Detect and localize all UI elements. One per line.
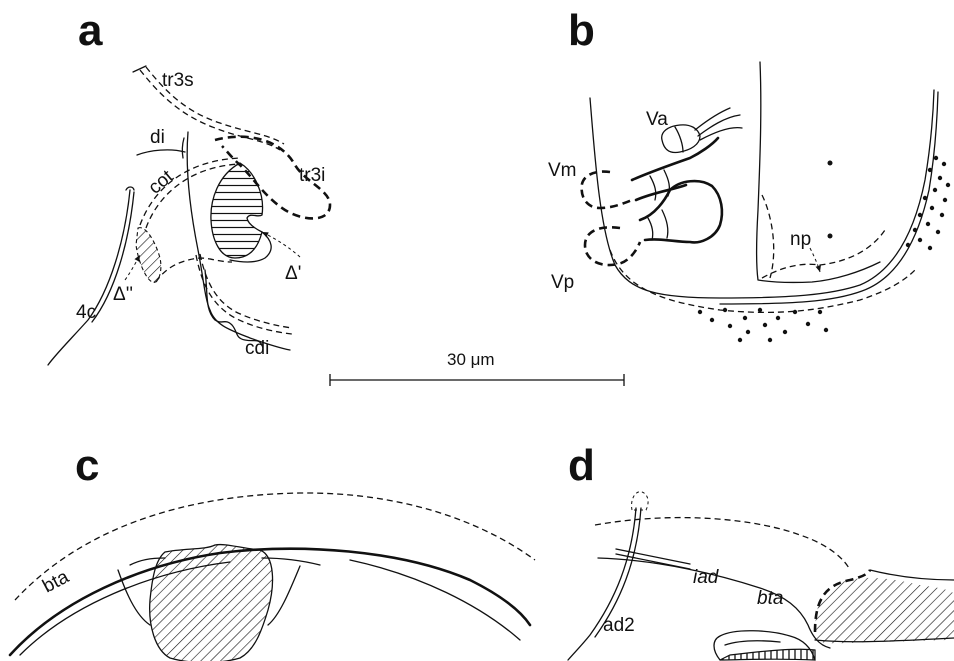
lower-dashed-curve [156, 258, 232, 282]
horizontal-hatched-region [211, 163, 263, 258]
inner-arc-right [350, 560, 520, 640]
scale-bar: 30 μm [330, 350, 624, 386]
di-label: di [150, 127, 165, 148]
lower-pouch-inner-line [725, 641, 780, 645]
panel-d-letter: d [568, 441, 595, 490]
tr3i-label: tr3i [299, 165, 325, 186]
panel-a-letter: a [78, 6, 103, 55]
cdi-label: cdi [245, 338, 269, 359]
outer-contour-inner [720, 92, 938, 304]
np-dashed-2 [762, 230, 885, 278]
np-pointer [810, 248, 820, 272]
dot-cluster [698, 156, 950, 342]
panel-b-letter: b [568, 6, 595, 55]
4c-structure [48, 187, 134, 365]
di-arc [137, 150, 185, 155]
scale-bar-label: 30 μm [447, 350, 495, 369]
lower-pouch-hatched [720, 649, 815, 660]
vp-label: Vp [551, 272, 574, 293]
ad2-label: ad2 [603, 615, 635, 636]
bta-label-d: bta [757, 588, 783, 609]
right-hatched-top [870, 570, 954, 580]
np-label: np [790, 229, 811, 250]
central-axis-top [182, 138, 184, 158]
delta-double-pointer [125, 255, 140, 280]
panel-d: d iad bta ad2 [568, 441, 954, 660]
bta-label-c: bta [39, 566, 73, 597]
central-vertical-line [757, 62, 881, 282]
outer-dashed-arc [15, 493, 535, 600]
right-hatched-region [815, 578, 954, 643]
diagonal-hatched-region [136, 228, 161, 283]
iad-label: iad [693, 567, 720, 588]
delta-prime-label: Δ' [285, 263, 301, 284]
delta-prime-pointer [262, 232, 300, 257]
panel-b: b np Va Vm [548, 6, 950, 342]
panel-c-letter: c [75, 441, 99, 490]
va-structure [662, 108, 742, 153]
np-dashed-1 [762, 195, 774, 278]
upper-dashed-line [595, 518, 850, 570]
vm-label: Vm [548, 160, 577, 181]
central-hatched-region [150, 545, 273, 661]
outer-contour [590, 90, 934, 298]
tr3s-label: tr3s [162, 70, 194, 91]
cdi-wavy-line [205, 270, 262, 345]
panel-a: a tr3s tr3i di Δ' cot [48, 6, 330, 365]
vm-structure [582, 138, 718, 208]
4c-label: 4c [76, 302, 96, 323]
cot-label: cot [145, 166, 178, 199]
delta-double-label: Δ'' [113, 284, 133, 305]
va-label: Va [646, 109, 668, 130]
cdi-dashed-1 [196, 255, 292, 334]
panel-c: c bta [10, 441, 535, 661]
